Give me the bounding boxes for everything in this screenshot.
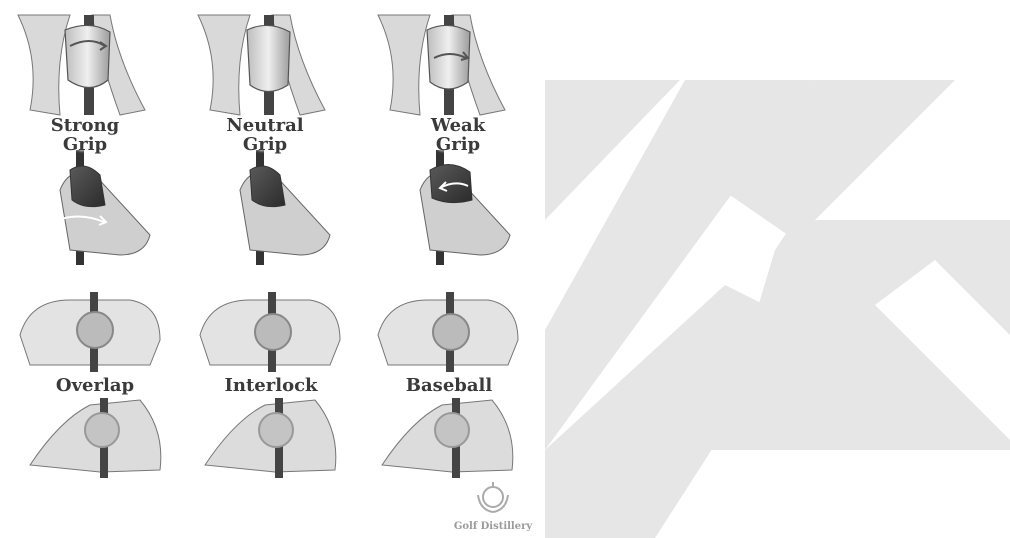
interlock-grip-label: Interlock — [224, 376, 317, 395]
baseball-grip-closeup-illustration — [382, 398, 513, 478]
overlap-grip-label: Overlap — [56, 376, 134, 395]
weak-grip-label-line1: Weak — [431, 116, 485, 135]
neutral-grip-label: Neutral Grip — [226, 116, 303, 154]
weak-grip-front-illustration — [378, 15, 505, 115]
interlock-grip-closeup-illustration — [205, 398, 336, 478]
strong-grip-side-illustration — [58, 150, 150, 265]
neutral-grip-label-line2: Grip — [226, 135, 303, 154]
baseball-grip-chest-illustration — [378, 292, 518, 372]
weak-grip-label: Weak Grip — [431, 116, 485, 154]
interlock-grip-chest-illustration — [200, 292, 340, 372]
neutral-grip-side-illustration — [240, 150, 330, 265]
strong-grip-label: Strong Grip — [51, 116, 119, 154]
laurel-ring-icon — [478, 482, 508, 512]
overlap-grip-chest-illustration — [20, 292, 160, 372]
strong-grip-label-line2: Grip — [51, 135, 119, 154]
baseball-grip-label: Baseball — [406, 376, 492, 395]
brand-name: Golf Distillery — [454, 521, 532, 532]
weak-grip-side-illustration — [420, 150, 510, 265]
strong-grip-label-line1: Strong — [51, 116, 119, 135]
golf-grip-illustration — [0, 0, 545, 538]
overlap-grip-closeup-illustration — [30, 398, 161, 478]
neutral-grip-front-illustration — [198, 15, 325, 115]
neutral-grip-label-line1: Neutral — [226, 116, 303, 135]
weak-grip-label-line2: Grip — [431, 135, 485, 154]
k-watermark-icon — [545, 0, 1010, 538]
strong-grip-front-illustration — [18, 15, 145, 115]
